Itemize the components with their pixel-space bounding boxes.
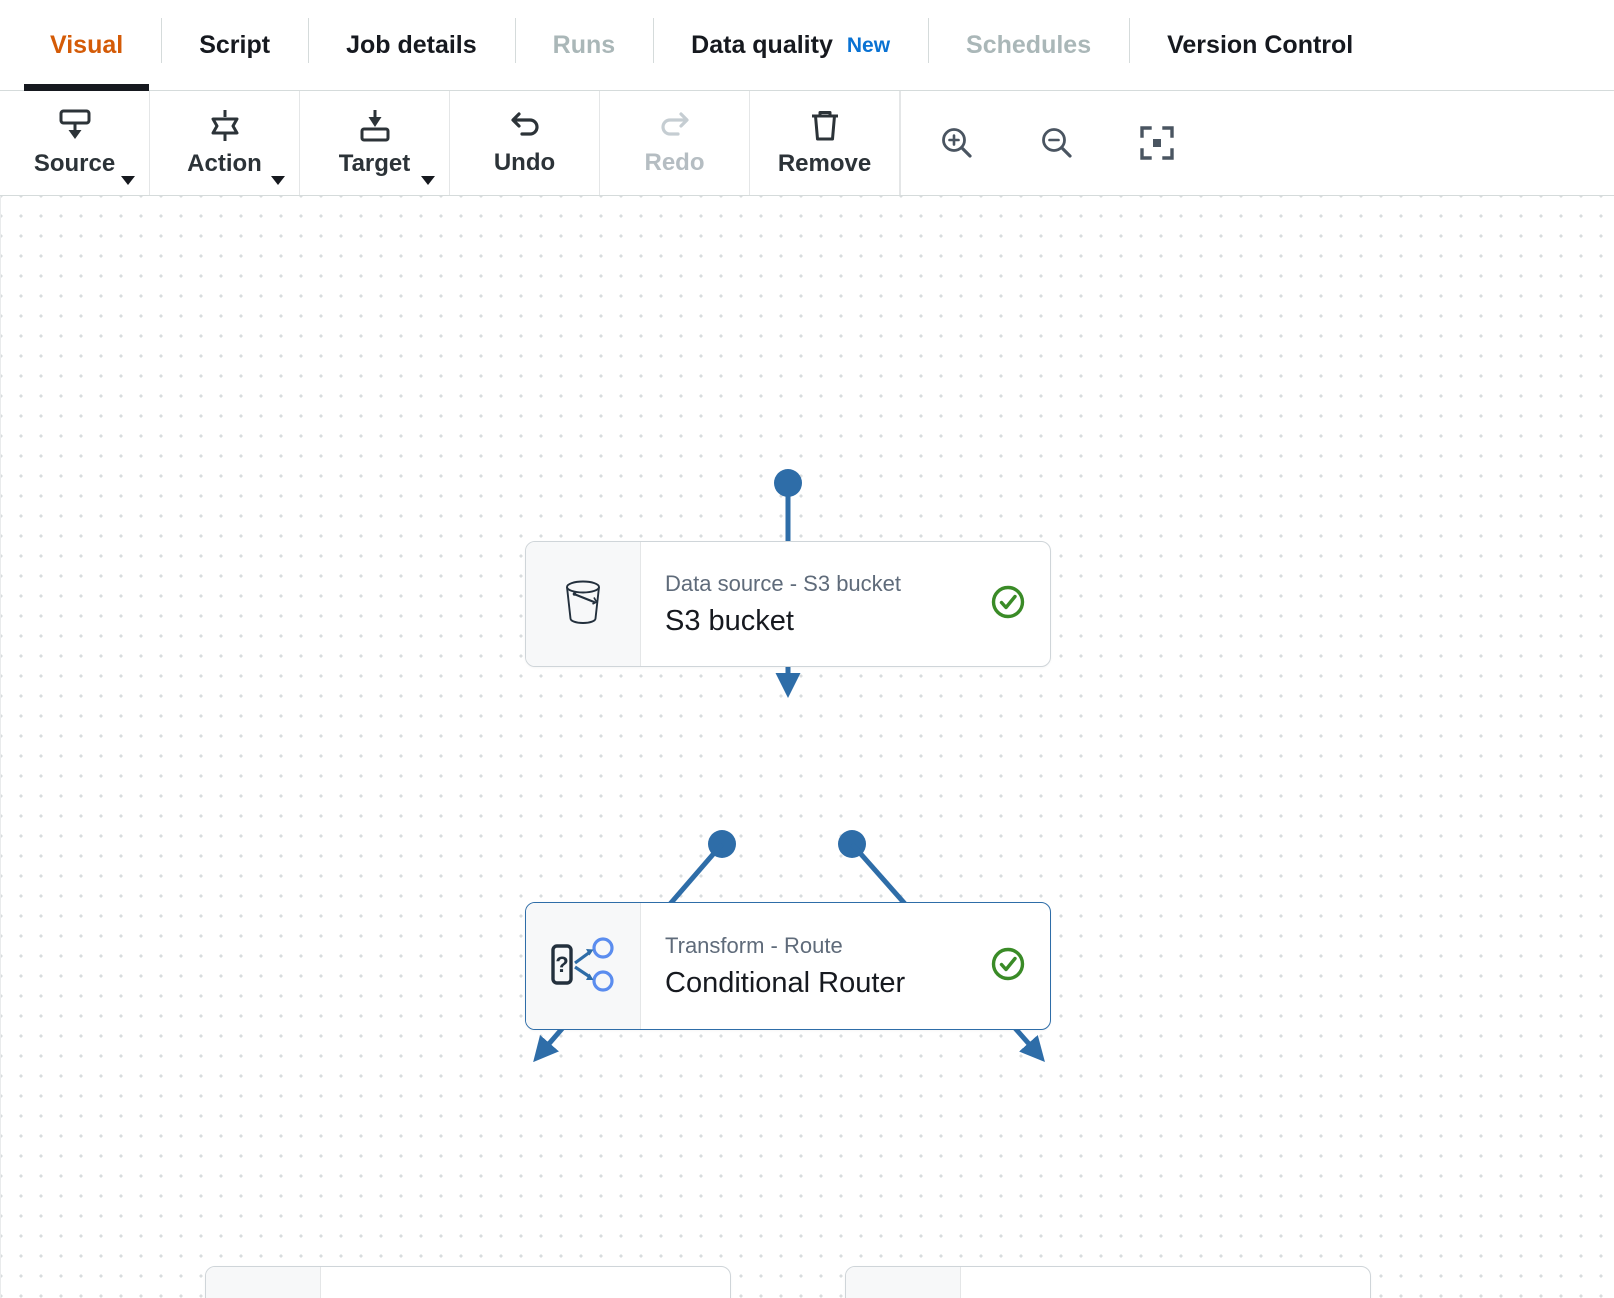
tab-runs[interactable]: Runs [514,0,654,91]
node-icon-box [526,542,641,666]
tab-data-quality[interactable]: Data quality New [653,0,928,91]
source-button[interactable]: Source [0,91,150,195]
tab-visual[interactable]: Visual [12,0,161,91]
chevron-down-icon[interactable] [271,176,285,185]
zoom-out-icon [1038,124,1076,162]
zoom-out-button[interactable] [1007,124,1107,162]
status-badge-valid [988,582,1028,627]
source-button-label: Source [33,150,116,177]
node-icon-box [846,1267,961,1298]
visual-job-canvas[interactable]: Data source - S3 bucket S3 bucket ? [0,196,1614,1298]
redo-button[interactable]: Redo [600,91,750,195]
target-icon [356,108,394,144]
s3-bucket-icon [554,573,612,636]
target-button[interactable]: Target [300,91,450,195]
fit-to-screen-button[interactable] [1107,124,1207,162]
tab-schedules[interactable]: Schedules [928,0,1129,91]
undo-icon [506,109,544,143]
node-body: Transform - Route Conditional Router [641,903,1050,1029]
tab-job-details-label: Job details [346,31,477,59]
node-title: Conditional Router [665,966,906,999]
tab-script[interactable]: Script [161,0,308,91]
edge-layer [533,469,1045,1063]
node-body: Data source - S3 bucket S3 bucket [641,542,1050,666]
source-icon [56,108,94,144]
zoom-in-icon [938,124,976,162]
tab-data-quality-label: Data quality [691,31,833,59]
route-icon: ? [549,933,617,1000]
zoom-in-button[interactable] [907,124,1007,162]
node-title: S3 bucket [665,604,794,637]
tab-runs-label: Runs [552,31,616,59]
remove-button-label: Remove [777,150,872,177]
tab-version-control-label: Version Control [1167,31,1354,59]
undo-button-label: Undo [493,149,556,176]
tab-job-details[interactable]: Job details [308,0,515,91]
svg-text:?: ? [555,952,568,977]
tab-data-quality-new-badge: New [846,33,891,57]
node-subtitle: Transform - Route [665,932,843,958]
fit-to-screen-icon [1138,124,1176,162]
node-s3-bucket[interactable]: Data source - S3 bucket S3 bucket [525,541,1051,667]
tab-schedules-label: Schedules [966,31,1092,59]
chevron-down-icon[interactable] [121,176,135,185]
node-texts: Data source - S3 bucket S3 bucket [665,571,970,638]
node-body: Transform - SelectFromC… default_group [321,1267,730,1298]
node-conditional-router[interactable]: ? Transform - Route Conditional Router [525,902,1051,1030]
node-default-group[interactable]: Transform - SelectFromC… default_group [205,1266,731,1298]
remove-button[interactable]: Remove [750,91,900,195]
tab-version-control[interactable]: Version Control [1129,0,1391,91]
node-body: Transform - SelectFromC… output_group_1 [961,1267,1370,1298]
node-subtitle: Data source - S3 bucket [665,570,902,596]
tab-list: Visual Script Job details Runs Data qual… [0,0,1614,91]
tab-visual-label: Visual [50,31,124,59]
editor-toolbar: Source Action Target [0,91,1614,196]
zoom-controls [900,91,1207,195]
action-icon [206,108,244,144]
redo-button-label: Redo [644,149,705,176]
redo-icon [656,109,694,143]
node-output-group-1[interactable]: Transform - SelectFromC… output_group_1 [845,1266,1371,1298]
top-tab-bar: Visual Script Job details Runs Data qual… [0,0,1614,91]
node-icon-box [206,1267,321,1298]
action-button[interactable]: Action [150,91,300,195]
target-button-label: Target [338,150,411,177]
node-texts: Transform - Route Conditional Router [665,933,970,1000]
status-badge-valid [988,944,1028,989]
chevron-down-icon[interactable] [421,176,435,185]
tab-script-label: Script [199,31,271,59]
node-icon-box: ? [526,903,641,1029]
action-button-label: Action [187,150,262,177]
trash-icon [808,108,842,144]
undo-button[interactable]: Undo [450,91,600,195]
